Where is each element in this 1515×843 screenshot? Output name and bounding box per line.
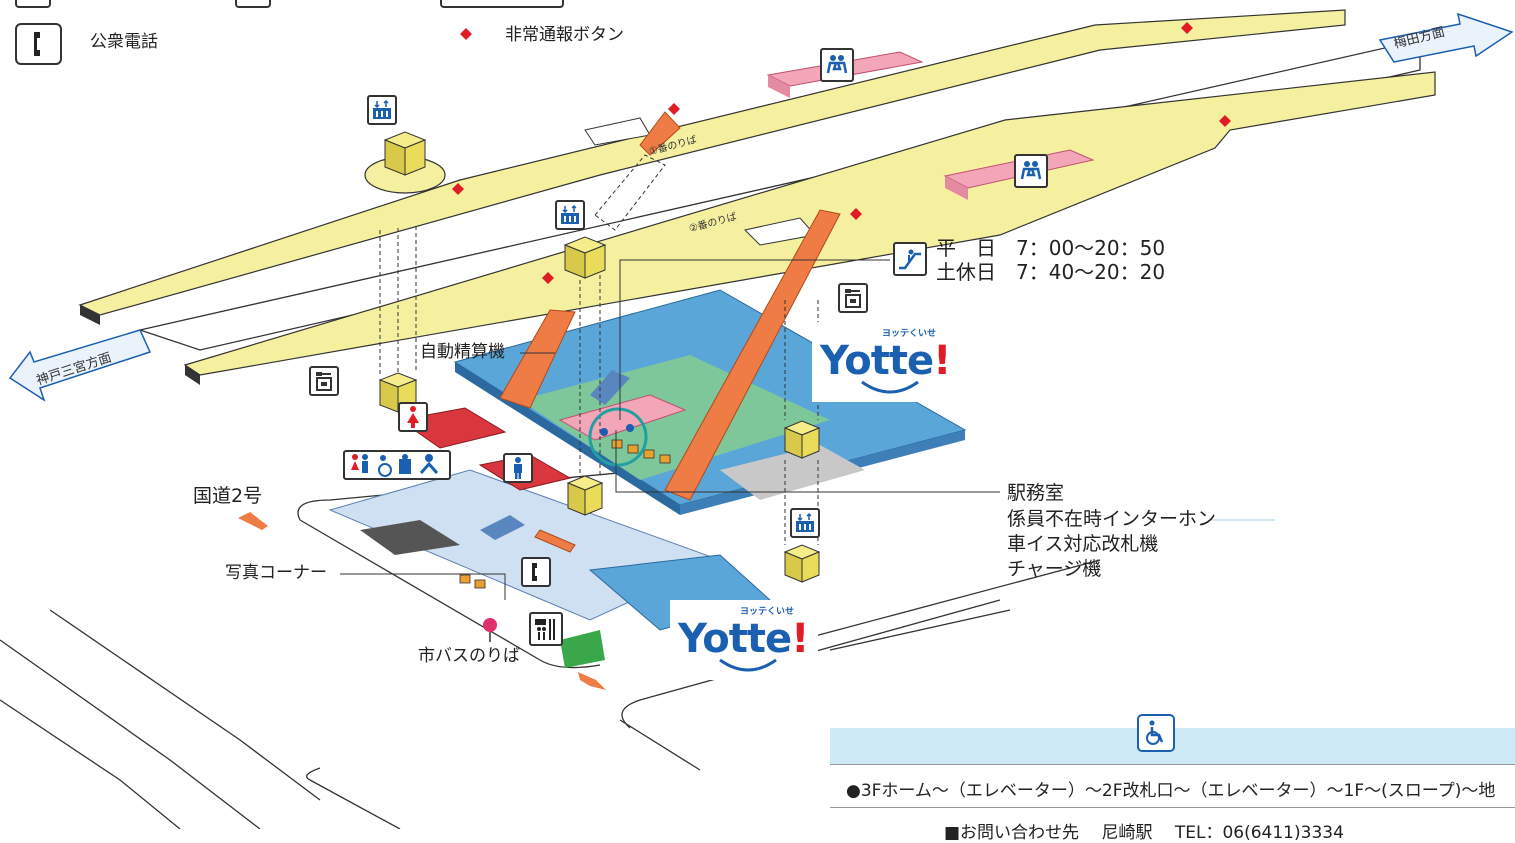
waiting-room-icon <box>1014 154 1048 188</box>
leader-lines <box>340 259 1275 600</box>
multipurpose-toilet-icon <box>343 450 451 480</box>
escalator-hours: 平 日 7：00〜20：50 土休日 7：40〜20：20 <box>936 236 1165 284</box>
platform-2 <box>183 71 1436 385</box>
contact-text: ■お問い合わせ先 尼崎駅 TEL：06(6411)3334 <box>944 823 1344 843</box>
hours-weekday: 平 日 7：00〜20：50 <box>936 236 1166 260</box>
elevator-cube <box>563 236 607 279</box>
elevator-cube <box>783 544 821 583</box>
escalator-icon <box>893 242 927 276</box>
phone-icon <box>521 557 551 587</box>
exit-arrow <box>238 512 268 530</box>
elevator-cube <box>383 131 427 176</box>
hours-weekend: 土休日 7：40〜20：20 <box>936 260 1166 284</box>
elevator-cube <box>566 475 604 516</box>
umeda-arrow <box>1378 12 1514 63</box>
elevator-cube <box>783 420 821 459</box>
station-office-label: 駅務室 <box>1007 482 1065 504</box>
barrier-free-panel: ●3Fホーム〜（エレベーター）〜2F改札口〜（エレベーター）〜1F〜(スロープ)… <box>830 714 1515 813</box>
elevator-icon <box>367 95 397 125</box>
ticket-gates <box>459 439 671 589</box>
locker-icon <box>838 283 868 313</box>
elevators <box>378 131 821 583</box>
legend-box-cut-3 <box>440 0 564 8</box>
legend-box-cut-2 <box>235 0 271 8</box>
bus-stop-label: 市バスのりば <box>418 646 520 666</box>
concourse-2f <box>453 289 967 515</box>
roads <box>0 469 1101 829</box>
charge-machine-label: チャージ機 <box>1007 558 1102 580</box>
phone-legend-icon <box>15 23 62 65</box>
elevator-icon <box>790 508 820 538</box>
public-phone-label: 公衆電話 <box>90 32 158 52</box>
route2-label: 国道2号 <box>193 485 263 507</box>
fare-machine-label: 自動精算機 <box>420 342 505 362</box>
elevator-shafts <box>379 154 819 545</box>
route-body <box>830 764 1515 808</box>
yotte-logo: ヨッテくいせ Yotte! <box>812 322 960 402</box>
route-text: ●3Fホーム〜（エレベーター）〜2F改札口〜（エレベーター）〜1F〜(スロープ)… <box>846 781 1496 801</box>
legend-box-cut-1 <box>15 0 51 8</box>
womens-toilet-icon <box>398 402 428 432</box>
emergency-button-label: 非常通報ボタン <box>505 25 624 45</box>
elevator-icon <box>555 200 585 230</box>
stairs <box>499 111 841 553</box>
waiting-room-icon <box>820 48 854 82</box>
bus-stop-pin <box>483 618 497 642</box>
photo-corner-label: 写真コーナー <box>225 563 327 583</box>
bus-stop-icon <box>529 612 563 646</box>
intercom-label: 係員不在時インターホン <box>1007 508 1217 530</box>
mens-toilet-icon <box>503 453 533 483</box>
yotte-logo: ヨッテくいせ Yotte! <box>670 600 818 680</box>
emergency-buttons <box>452 22 1231 284</box>
wheelchair-gate-label: 車イス対応改札機 <box>1007 533 1159 555</box>
wheelchair-gate-circle <box>588 407 648 467</box>
wheelchair-icon <box>1137 714 1175 752</box>
locker-icon <box>309 366 339 396</box>
exit-arrow <box>578 672 606 690</box>
sannomiya-arrow <box>8 329 152 402</box>
